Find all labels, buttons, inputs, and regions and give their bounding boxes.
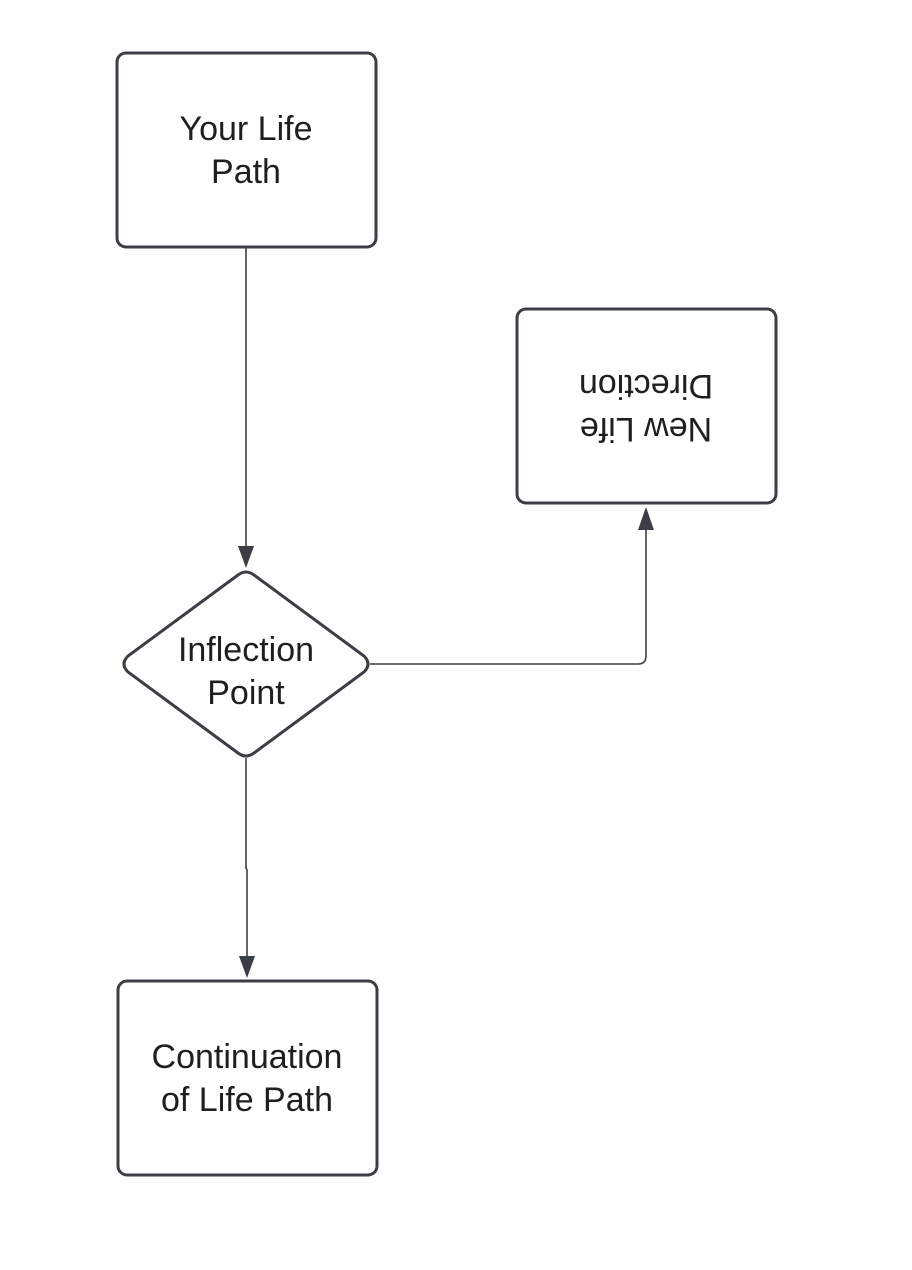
node-label-line: Inflection [178, 631, 314, 669]
arrowhead-up-icon [638, 507, 654, 530]
node-label-line: New Life [580, 410, 712, 448]
node-label-line: Continuation [152, 1038, 343, 1076]
edge-inflection-to-new-direction [370, 530, 647, 665]
node-inflection-point[interactable]: Inflection Point [122, 570, 370, 758]
node-continuation-of-life-path[interactable]: Continuation of Life Path [116, 979, 379, 1177]
node-label-line: Point [207, 674, 285, 712]
node-label-line: Direction [579, 367, 713, 405]
edges [238, 248, 654, 978]
node-label-line: Your Life [180, 110, 313, 148]
node-new-life-direction[interactable]: New Life Direction [515, 307, 778, 505]
node-label-line: Path [211, 153, 281, 191]
arrowhead-down-icon [239, 956, 255, 978]
node-label-line: of Life Path [161, 1081, 333, 1119]
edge-inflection-to-continuation [245, 758, 248, 956]
node-your-life-path[interactable]: Your Life Path [115, 51, 378, 249]
arrowhead-down-icon [238, 546, 254, 568]
